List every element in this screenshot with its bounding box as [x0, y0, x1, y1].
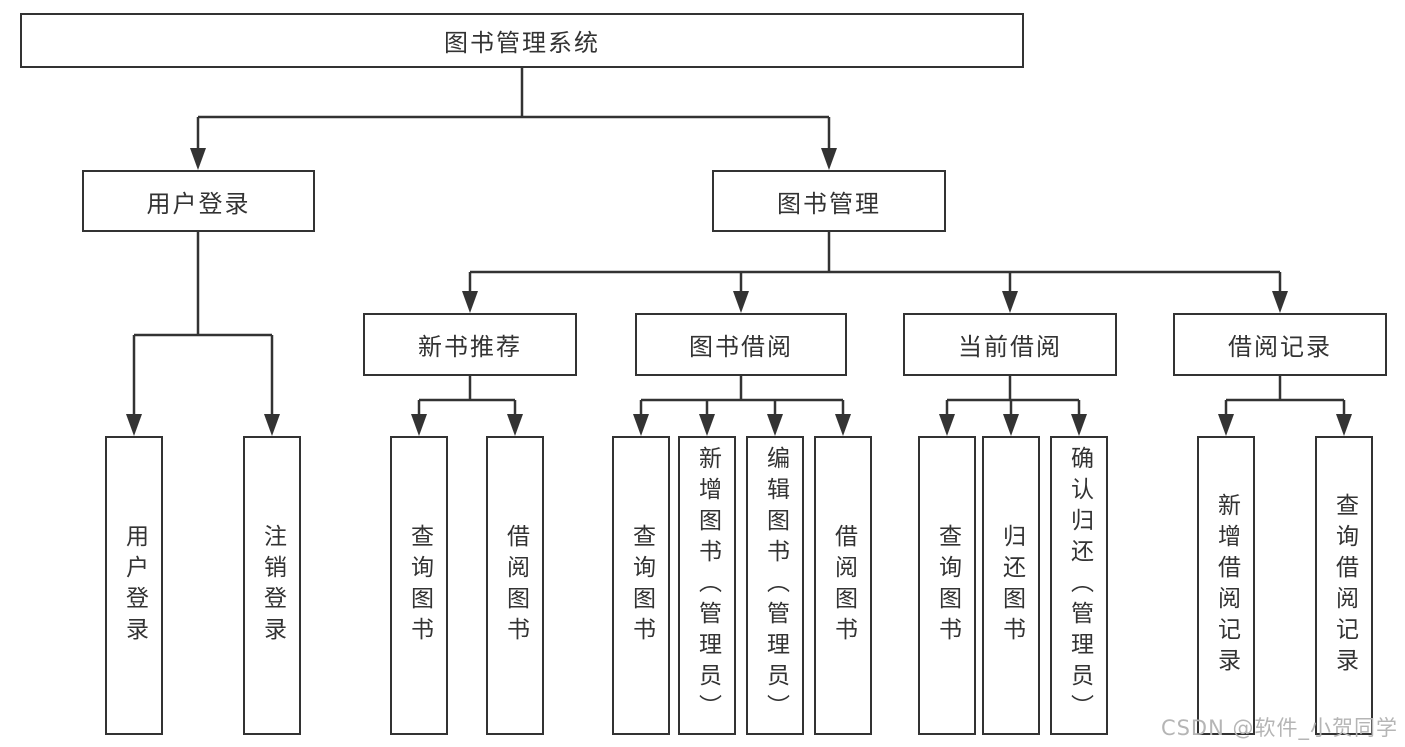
leaf-logout-label: 注销登录 [259, 523, 286, 648]
leaf-confirm-return-admin-label: 确认归还（管理员） [1066, 446, 1093, 725]
leaf-return-books-label: 归还图书 [998, 523, 1025, 648]
leaf-borrow-books-recommend-label: 借阅图书 [502, 523, 529, 648]
connector-edges [132, 68, 1346, 416]
arrow-down-icon [1272, 291, 1288, 313]
node-book-borrow-label: 图书借阅 [689, 333, 793, 361]
leaf-logout: 注销登录 [243, 436, 301, 735]
leaf-query-borrow-record: 查询借阅记录 [1315, 436, 1373, 735]
arrow-down-icon [733, 291, 749, 313]
leaf-borrow-books: 借阅图书 [814, 436, 872, 735]
arrowhead-icons [126, 148, 1352, 436]
node-current-borrow: 当前借阅 [903, 313, 1117, 376]
arrow-down-icon [835, 414, 851, 436]
leaf-user-login: 用户登录 [105, 436, 163, 735]
node-borrow-records-label: 借阅记录 [1228, 333, 1332, 361]
arrow-down-icon [126, 414, 142, 436]
leaf-borrow-books-label: 借阅图书 [830, 523, 857, 648]
arrow-down-icon [411, 414, 427, 436]
node-book-management-label: 图书管理 [777, 189, 881, 218]
arrow-down-icon [1218, 414, 1234, 436]
leaf-query-books-current-label: 查询图书 [934, 523, 961, 648]
arrow-down-icon [264, 414, 280, 436]
leaf-add-borrow-record-label: 新增借阅记录 [1213, 492, 1240, 679]
arrow-down-icon [767, 414, 783, 436]
arrow-down-icon [1336, 414, 1352, 436]
node-borrow-records: 借阅记录 [1173, 313, 1387, 376]
arrow-down-icon [699, 414, 715, 436]
leaf-query-books-borrow: 查询图书 [612, 436, 670, 735]
node-root-label: 图书管理系统 [444, 29, 600, 57]
leaf-query-books-recommend-label: 查询图书 [406, 523, 433, 648]
node-user-login-label: 用户登录 [146, 189, 251, 218]
node-current-borrow-label: 当前借阅 [958, 333, 1062, 361]
leaf-edit-books-admin-label: 编辑图书（管理员） [762, 446, 789, 725]
leaf-query-borrow-record-label: 查询借阅记录 [1331, 492, 1358, 679]
node-new-book-recommend: 新书推荐 [363, 313, 577, 376]
arrow-down-icon [1002, 291, 1018, 313]
leaf-return-books: 归还图书 [982, 436, 1040, 735]
arrow-down-icon [190, 148, 206, 170]
node-root: 图书管理系统 [20, 13, 1024, 68]
leaf-query-books-recommend: 查询图书 [390, 436, 448, 735]
node-user-login: 用户登录 [82, 170, 315, 232]
leaf-add-borrow-record: 新增借阅记录 [1197, 436, 1255, 735]
arrow-down-icon [507, 414, 523, 436]
leaf-user-login-label: 用户登录 [121, 523, 148, 648]
leaf-confirm-return-admin: 确认归还（管理员） [1050, 436, 1108, 735]
arrow-down-icon [939, 414, 955, 436]
arrow-down-icon [462, 291, 478, 313]
arrow-down-icon [633, 414, 649, 436]
leaf-query-books-current: 查询图书 [918, 436, 976, 735]
arrow-down-icon [821, 148, 837, 170]
arrow-down-icon [1071, 414, 1087, 436]
leaf-add-books-admin-label: 新增图书（管理员） [694, 446, 721, 725]
node-book-borrow: 图书借阅 [635, 313, 847, 376]
leaf-query-books-borrow-label: 查询图书 [628, 523, 655, 648]
leaf-edit-books-admin: 编辑图书（管理员） [746, 436, 804, 735]
leaf-borrow-books-recommend: 借阅图书 [486, 436, 544, 735]
leaf-add-books-admin: 新增图书（管理员） [678, 436, 736, 735]
node-new-book-recommend-label: 新书推荐 [418, 333, 522, 361]
arrow-down-icon [1003, 414, 1019, 436]
node-book-management: 图书管理 [712, 170, 946, 232]
watermark: CSDN @软件_小贺同学 [1160, 716, 1398, 740]
